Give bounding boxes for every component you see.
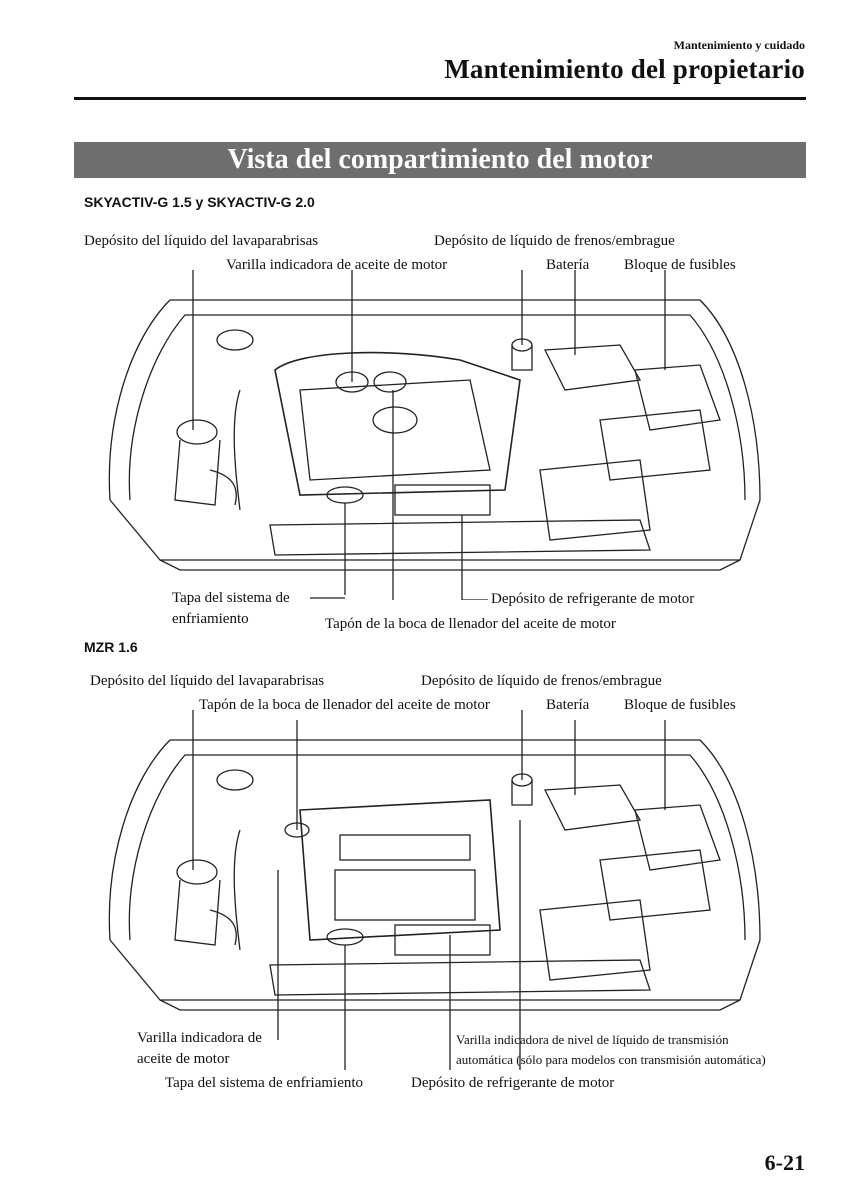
d2-label-coolant: Depósito de refrigerante de motor <box>411 1075 615 1091</box>
d1-label-cooling-cap-2: enfriamiento <box>172 611 249 627</box>
engine-diagram-skyactiv <box>108 270 761 600</box>
d2-label-brake: Depósito de líquido de frenos/embrague <box>421 673 662 689</box>
d2-label-atf-2: automática (sólo para modelos con transm… <box>456 1052 766 1067</box>
d2-label-battery: Batería <box>546 697 590 713</box>
section-banner: Vista del compartimiento del motor <box>74 142 806 178</box>
d1-label-brake: Depósito de líquido de frenos/embrague <box>434 233 675 249</box>
page-title: Mantenimiento del propietario <box>444 54 805 84</box>
section-name: Mantenimiento y cuidado <box>673 38 805 52</box>
d1-label-washer: Depósito del líquido del lavaparabrisas <box>84 233 319 249</box>
d1-label-fuse: Bloque de fusibles <box>624 257 736 273</box>
header-rule <box>74 97 806 100</box>
diagram2-subtitle: MZR 1.6 <box>84 639 138 655</box>
d2-label-atf-1: Varilla indicadora de nivel de líquido d… <box>456 1032 729 1047</box>
page-number: 6-21 <box>764 1150 805 1175</box>
d2-label-dipstick-1: Varilla indicadora de <box>137 1030 262 1046</box>
d1-label-coolant: Depósito de refrigerante de motor <box>491 591 695 607</box>
diagram1-subtitle: SKYACTIV-G 1.5 y SKYACTIV-G 2.0 <box>84 194 315 210</box>
d2-label-dipstick-2: aceite de motor <box>137 1051 230 1067</box>
d2-label-fuse: Bloque de fusibles <box>624 697 736 713</box>
d1-label-cooling-cap-1: Tapa del sistema de <box>172 590 290 606</box>
d2-label-oil-cap: Tapón de la boca de llenador del aceite … <box>199 697 490 713</box>
d1-label-dipstick: Varilla indicadora de aceite de motor <box>226 257 448 273</box>
d2-label-cooling-cap: Tapa del sistema de enfriamiento <box>165 1075 364 1091</box>
d1-label-oil-cap: Tapón de la boca de llenador del aceite … <box>325 616 616 632</box>
d1-label-battery: Batería <box>546 257 590 273</box>
d2-label-washer: Depósito del líquido del lavaparabrisas <box>90 673 325 689</box>
engine-diagram-mzr <box>108 710 761 1070</box>
